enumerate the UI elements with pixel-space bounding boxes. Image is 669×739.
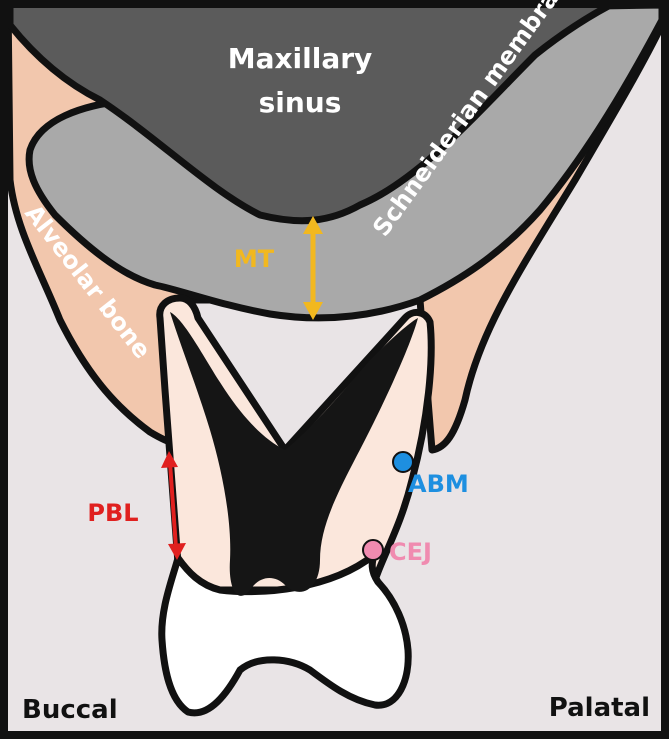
cej-marker: [362, 539, 384, 561]
abm-label: ABM: [408, 470, 469, 498]
palatal-label: Palatal: [549, 693, 650, 723]
pbl-arrow: [161, 451, 186, 560]
pulp-chamber: [170, 312, 418, 596]
tooth-crown: [158, 551, 412, 717]
mt-arrow: [303, 216, 323, 320]
abm-marker: [392, 451, 414, 473]
pbl-label: PBL: [87, 499, 138, 527]
buccal-label: Buccal: [22, 695, 118, 725]
maxillary-sinus-region: [6, 0, 624, 225]
mt-label: MT: [234, 245, 275, 273]
sinus-label-line1: Maxillary: [228, 42, 373, 75]
cej-label: CEJ: [389, 538, 432, 566]
sinus-label-line2: sinus: [259, 86, 342, 119]
